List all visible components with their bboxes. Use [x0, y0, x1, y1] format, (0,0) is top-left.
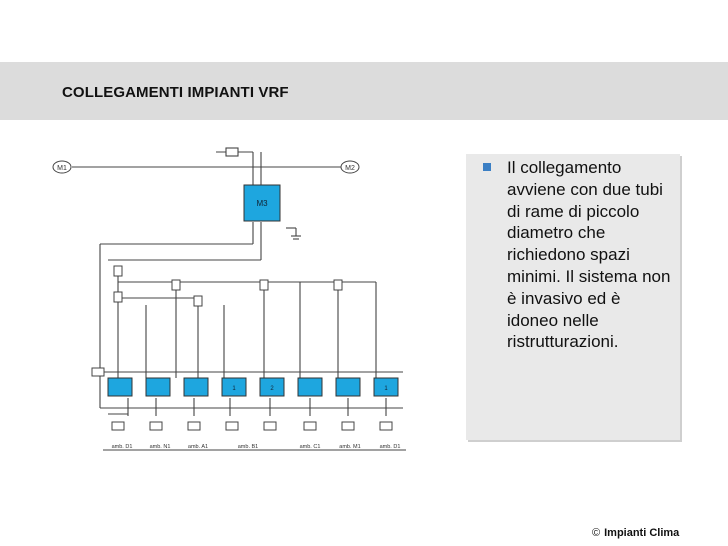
room-terminal-box — [187, 421, 201, 431]
header-band — [0, 62, 728, 120]
indoor-unit-number: 1 — [232, 386, 236, 392]
room-label: amb. D1 — [380, 444, 401, 450]
footer: ©Impianti Clima — [592, 527, 679, 539]
room-labels: amb. D1 amb. N1 amb. A1 amb. B1 amb. C1 amb. … — [112, 444, 401, 450]
text-panel: Il collegamento avviene con due tubi di … — [466, 154, 680, 440]
room-label: amb. C1 — [300, 444, 321, 450]
copyright-symbol: © — [592, 527, 601, 539]
svg-text:M2: M2 — [345, 165, 355, 172]
outdoor-unit-m3: M3 — [243, 184, 281, 222]
body-text: Il collegamento avviene con due tubi di … — [507, 158, 671, 352]
motor-m2: M2 — [340, 160, 360, 174]
vrf-connection-diagram: M1 M2 M3 1 2 1 amb. D1 amb. N1 amb. A1 amb. B… — [52, 147, 406, 451]
indoor-unit-number: 1 — [384, 386, 388, 392]
indoor-unit — [107, 377, 133, 397]
room-terminal-box — [263, 421, 277, 431]
indoor-unit-number: 2 — [270, 386, 274, 392]
room-label: amb. M1 — [339, 444, 360, 450]
motor-m1: M1 — [52, 160, 72, 174]
room-terminal-box — [111, 421, 125, 431]
slide-title: COLLEGAMENTI IMPIANTI VRF — [62, 84, 289, 101]
room-terminal-box — [225, 421, 239, 431]
indoor-unit — [145, 377, 171, 397]
svg-text:M3: M3 — [256, 199, 268, 208]
room-terminal-box — [341, 421, 355, 431]
room-label: amb. N1 — [150, 444, 171, 450]
room-terminal-box — [379, 421, 393, 431]
room-label: amb. B1 — [238, 444, 258, 450]
room-terminal-box — [149, 421, 163, 431]
indoor-unit: 2 — [259, 377, 285, 397]
indoor-unit — [335, 377, 361, 397]
room-boxes — [111, 421, 393, 431]
room-label: amb. A1 — [188, 444, 208, 450]
svg-text:M1: M1 — [57, 165, 67, 172]
room-label: amb. D1 — [112, 444, 133, 450]
room-terminal-box — [303, 421, 317, 431]
bullet-square-icon — [483, 163, 491, 171]
indoor-unit — [297, 377, 323, 397]
indoor-units: 1 2 1 — [107, 377, 399, 397]
indoor-unit: 1 — [373, 377, 399, 397]
indoor-unit — [183, 377, 209, 397]
indoor-unit: 1 — [221, 377, 247, 397]
footer-text: Impianti Clima — [604, 527, 680, 539]
